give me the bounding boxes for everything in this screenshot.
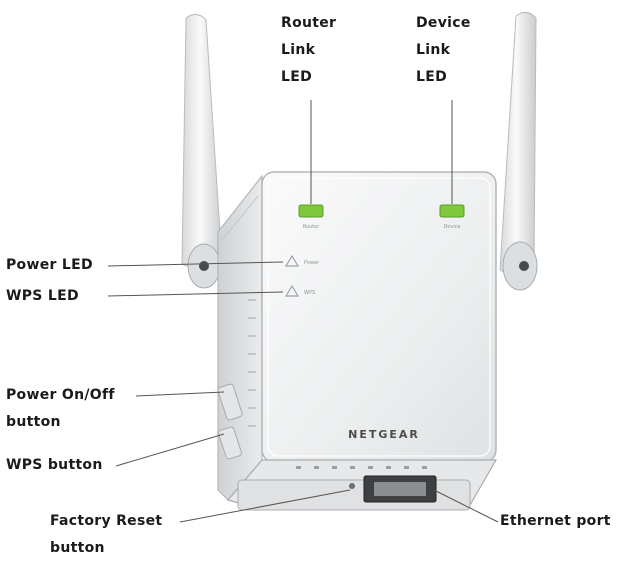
factory-reset-callout-line2: button [50, 540, 105, 556]
device-link-led [439, 204, 465, 218]
wps-led-callout-text: WPS LED [6, 288, 79, 304]
power-button-callout-line2: button [6, 414, 61, 430]
device-side [217, 174, 263, 501]
leader-lines [107, 100, 499, 523]
right-antenna [499, 12, 538, 291]
ethernet-port-callout-text: Ethernet port [500, 513, 611, 529]
router-link-led-callout-line2: Link [281, 42, 316, 58]
factory-reset-button[interactable] [349, 483, 355, 489]
wps-led-caption: WPS [304, 290, 315, 296]
router-led-caption: Router [303, 224, 321, 230]
power-button-callout: Power On/Off button [6, 382, 115, 436]
router-link-led-callout-line1: Router [281, 15, 337, 31]
wps-side-button[interactable] [218, 426, 242, 460]
wps-led-callout: WPS LED [6, 283, 79, 310]
factory-reset-callout-line1: Factory Reset [50, 513, 163, 529]
device-link-led-callout-line2: Link [416, 42, 451, 58]
device-led-caption: Device [443, 224, 460, 230]
power-led-callout: Power LED [6, 252, 93, 279]
right-antenna-hinge-icon [519, 261, 529, 271]
left-antenna [181, 14, 223, 289]
router-link-led-callout: Router Link LED [281, 10, 336, 91]
power-switch[interactable] [217, 383, 243, 421]
power-led-caption: Power [304, 260, 320, 266]
router-link-led [298, 204, 324, 218]
device-link-led-callout: Device Link LED [416, 10, 471, 91]
ethernet-port-callout: Ethernet port [500, 508, 611, 535]
wps-led-icon [284, 284, 300, 297]
power-led-callout-text: Power LED [6, 257, 93, 273]
left-antenna-hinge-icon [199, 261, 209, 271]
router-link-led-callout-line3: LED [281, 69, 313, 85]
brand-logo: NETGEAR [348, 428, 420, 441]
device-link-led-callout-line1: Device [416, 15, 471, 31]
factory-reset-callout: Factory Reset button [50, 508, 162, 562]
power-led-icon [284, 254, 300, 267]
power-button-callout-line1: Power On/Off [6, 387, 115, 403]
wps-button-callout: WPS button [6, 452, 103, 479]
device-base [226, 459, 498, 511]
device-front: Router Device Power WPS NETGEAR [261, 171, 497, 463]
device-link-led-callout-line3: LED [416, 69, 448, 85]
wps-button-callout-text: WPS button [6, 457, 103, 473]
